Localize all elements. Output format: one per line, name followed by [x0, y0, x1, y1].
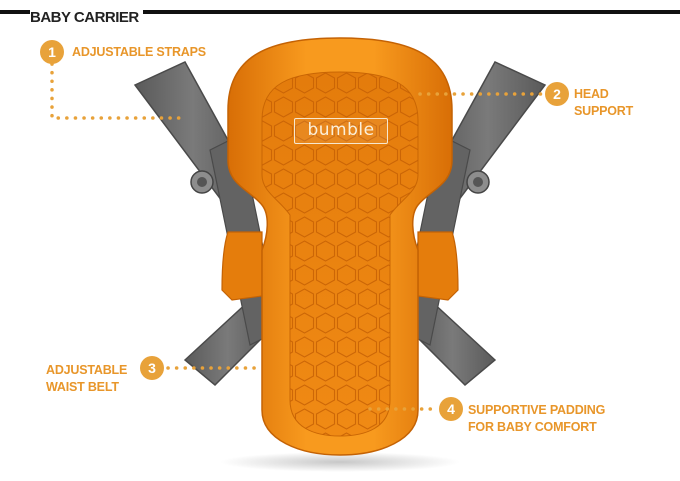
ground-shadow	[220, 452, 460, 472]
callout-3-badge: 3	[140, 356, 164, 380]
callout-1-badge: 1	[40, 40, 64, 64]
callout-4-line1: SUPPORTIVE PADDING	[468, 403, 606, 417]
callout-2-line2: SUPPORT	[574, 104, 634, 118]
page-title: BABY CARRIER	[30, 8, 143, 28]
callout-4-line2: FOR BABY COMFORT	[468, 420, 597, 434]
callout-2-badge: 2	[545, 82, 569, 106]
callout-1-text: ADJUSTABLE STRAPS	[72, 45, 206, 59]
right-side-wing	[417, 231, 459, 301]
left-side-wing	[221, 231, 263, 301]
top-rule	[0, 10, 680, 14]
brand-label: bumble	[294, 118, 388, 144]
callout-3-line2: WAIST BELT	[46, 380, 119, 394]
leader-line-1	[50, 62, 187, 120]
callout-4-badge: 4	[439, 397, 463, 421]
callout-2-line1: HEAD	[574, 87, 609, 101]
callout-3-text: ADJUSTABLE WAIST BELT	[46, 362, 127, 396]
callout-4-text: SUPPORTIVE PADDING FOR BABY COMFORT	[468, 402, 605, 436]
callout-2-text: HEAD SUPPORT	[574, 86, 633, 120]
callout-3-line1: ADJUSTABLE	[46, 363, 128, 377]
